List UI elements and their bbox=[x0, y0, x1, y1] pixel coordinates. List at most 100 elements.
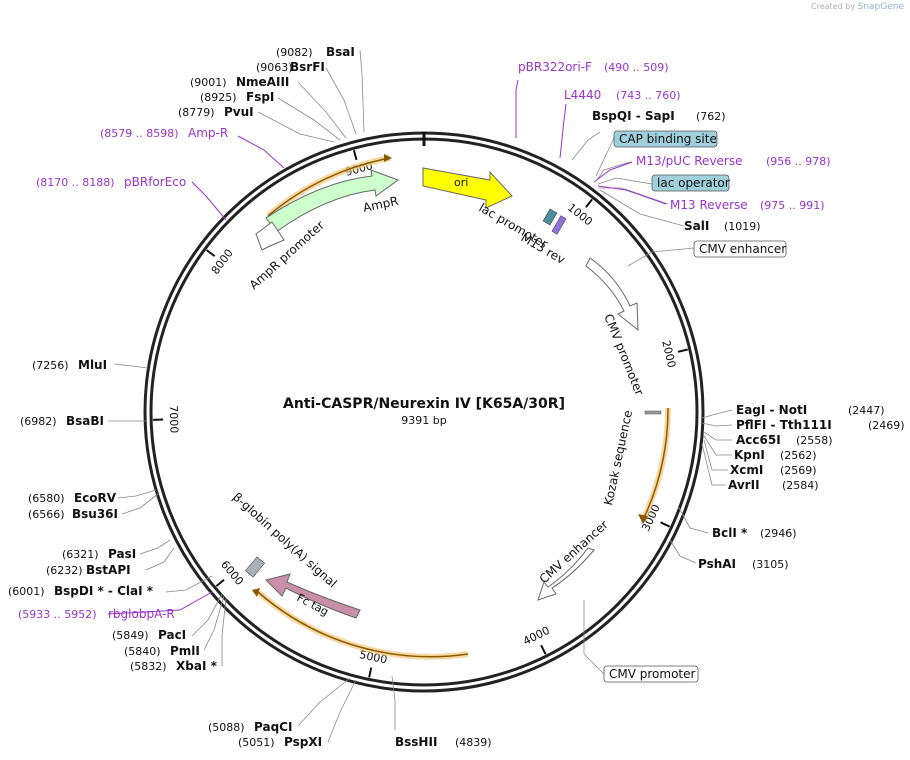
tick-mark bbox=[206, 249, 216, 257]
site-pos-right: (2558) bbox=[796, 434, 833, 447]
site-label-right: KpnI bbox=[734, 448, 765, 462]
site-label-left: MluI bbox=[78, 358, 107, 372]
site-bsshii: BssHII bbox=[395, 735, 437, 749]
beta-globin-polya-box bbox=[245, 556, 265, 578]
orf-arc-bottom bbox=[256, 589, 469, 660]
site-label-left: PmlI bbox=[170, 644, 200, 658]
kozak-marker bbox=[644, 410, 662, 415]
orf-arc-top-left-line bbox=[267, 157, 391, 217]
site-pos-left: (5849) bbox=[112, 629, 149, 642]
site-pos-left: (8779) bbox=[178, 106, 215, 119]
site-pos-left: (9082) bbox=[276, 46, 313, 59]
orf-arrowhead-right bbox=[638, 514, 648, 524]
orf-arrowhead-top-left bbox=[384, 154, 392, 162]
site-label-left: PaqCI bbox=[254, 720, 292, 734]
cmv-enhancer-top-arrow bbox=[585, 257, 639, 332]
site-label-right: XcmI bbox=[730, 463, 763, 477]
orf-arc-right bbox=[640, 407, 672, 522]
credit-prefix: Created by bbox=[811, 2, 856, 11]
site-label-right: EagI - NotI bbox=[736, 403, 807, 417]
feature-box bbox=[651, 174, 730, 192]
orf-arrowhead-bottom bbox=[252, 588, 260, 597]
site-pos-left: (6232) bbox=[46, 564, 83, 577]
created-by-credit: Created by SnapGene bbox=[811, 2, 904, 12]
feature-box-label: CMV enhancer bbox=[699, 242, 786, 256]
site-pos-left: (9063) bbox=[256, 61, 293, 74]
tick-mark bbox=[677, 348, 688, 353]
tick-label: 1000 bbox=[565, 201, 595, 229]
cmv-enhancer-feature-label: CMV enhancer bbox=[537, 517, 611, 586]
tick-mark bbox=[352, 149, 358, 161]
feature-box bbox=[693, 240, 787, 258]
primer-label: M13/pUC Reverse bbox=[636, 154, 743, 168]
primer-range: (8170 .. 8188) bbox=[36, 176, 115, 189]
ori-feature-label: ori bbox=[454, 176, 468, 189]
site-pos-right: (2469) bbox=[868, 419, 905, 432]
site-pos-right: (2946) bbox=[760, 527, 797, 540]
tick-label: 8000 bbox=[209, 247, 236, 277]
primer-label: Amp-R bbox=[188, 126, 228, 140]
site-label-left: Bsu36I bbox=[72, 507, 118, 521]
site-pos-left: (5832) bbox=[130, 660, 167, 673]
lac-promoter-box bbox=[542, 208, 558, 226]
primer-range: (490 .. 509) bbox=[604, 61, 669, 74]
backbone-inner-ring bbox=[149, 137, 699, 687]
site-label-right: BclI * bbox=[712, 526, 748, 540]
site-label-right: PshAI bbox=[698, 557, 736, 571]
site-pos-left: (5051) bbox=[238, 736, 275, 749]
tick-mark bbox=[660, 521, 671, 528]
m13-rev-box bbox=[551, 215, 567, 235]
site-bspqi-sapi-pos: (762) bbox=[696, 110, 726, 123]
site-pos-left: (6566) bbox=[28, 508, 65, 521]
plasmid-name: Anti-CASPR/Neurexin IV [K65A/30R] bbox=[283, 396, 565, 412]
site-bspqi-sapi: BspQI - SapI bbox=[592, 109, 675, 123]
feature-box bbox=[603, 665, 699, 683]
site-pos-left: (8925) bbox=[200, 91, 237, 104]
primer-range: (5933 .. 5952) bbox=[18, 608, 97, 621]
site-sali: SalI bbox=[684, 219, 709, 233]
primer-label: L4440 bbox=[564, 88, 601, 102]
primer-leader-lines bbox=[107, 79, 667, 615]
orf-arc-bottom-line bbox=[257, 591, 469, 658]
site-label-right: Acc65I bbox=[736, 433, 781, 447]
site-label-left: PvuI bbox=[224, 105, 254, 119]
site-label-left: PspXI bbox=[284, 735, 322, 749]
primer-label: pBR322ori-F bbox=[518, 60, 592, 74]
ampr-promoter-label: AmpR promoter bbox=[247, 218, 327, 292]
site-pos-right: (3105) bbox=[752, 558, 789, 571]
tick-label: 7000 bbox=[167, 405, 181, 433]
site-label-left: EcoRV bbox=[74, 491, 117, 505]
site-label-left: BstAPI bbox=[86, 563, 131, 577]
primer-label: pBRforEco bbox=[124, 175, 186, 189]
feature-box-label: CMV promoter bbox=[609, 667, 696, 681]
tick-mark bbox=[540, 644, 547, 655]
site-pos-left: (6321) bbox=[62, 548, 99, 561]
tick-mark bbox=[585, 198, 593, 208]
feature-box bbox=[613, 130, 718, 148]
tick-label: 4000 bbox=[521, 624, 552, 648]
site-bsshii-pos: (4839) bbox=[455, 736, 492, 749]
ampr-feature-label: AmpR bbox=[362, 194, 400, 215]
site-pos-left: (6982) bbox=[20, 415, 57, 428]
callout-leader-lines bbox=[108, 49, 733, 743]
orf-arc-right-line bbox=[642, 407, 669, 521]
site-label-left: FspI bbox=[246, 90, 274, 104]
primer-label: M13 Reverse bbox=[670, 198, 748, 212]
site-pos-right: (2447) bbox=[848, 404, 885, 417]
site-pos-left: (9001) bbox=[190, 76, 227, 89]
ori-feature-arrow bbox=[422, 167, 513, 209]
site-label-left: NmeAIII bbox=[236, 75, 289, 89]
tick-label: 6000 bbox=[218, 558, 246, 588]
ampr-feature-arrow bbox=[265, 169, 400, 233]
primer-range: (956 .. 978) bbox=[766, 155, 831, 168]
site-pos-left: (5088) bbox=[208, 721, 245, 734]
site-pos-left: (5840) bbox=[124, 645, 161, 658]
primer-label: rbglobpA-R bbox=[108, 607, 175, 621]
site-label-left: BspDI * - ClaI * bbox=[54, 584, 154, 598]
site-pos-right: (2562) bbox=[780, 449, 817, 462]
site-sali-pos: (1019) bbox=[724, 220, 761, 233]
primer-range: (743 .. 760) bbox=[616, 89, 681, 102]
snapgene-brand: SnapGene bbox=[857, 2, 904, 12]
site-label-left: XbaI * bbox=[176, 659, 218, 673]
